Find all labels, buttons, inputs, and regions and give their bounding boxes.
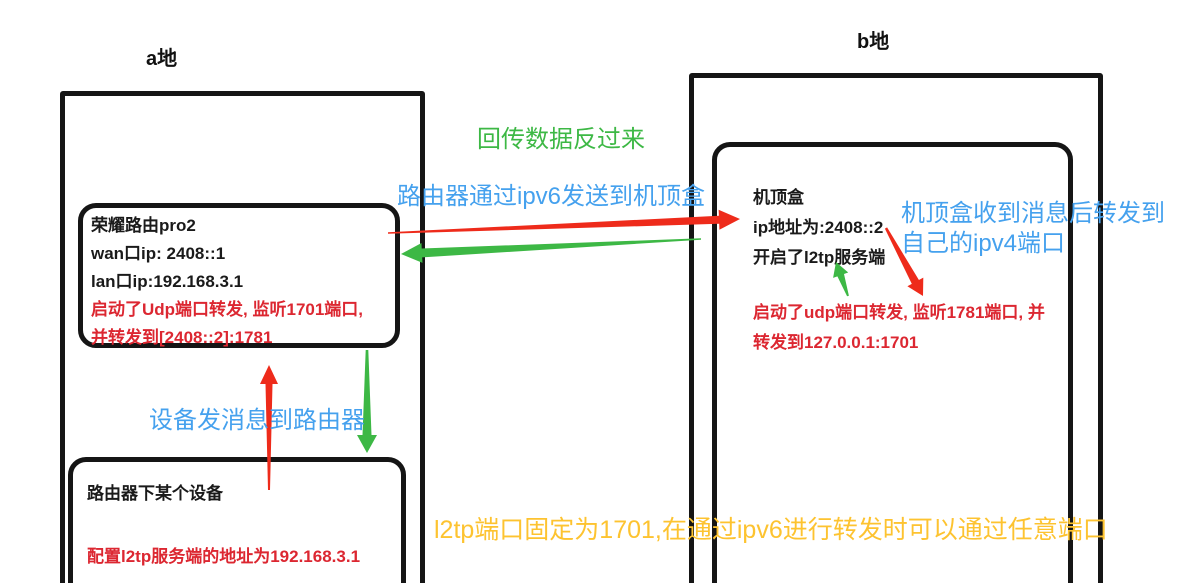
device-name: 路由器下某个设备	[87, 484, 223, 503]
stb-name: 机顶盒	[753, 188, 804, 207]
router-node: 荣耀路由pro2 wan口ip: 2408::1 lan口ip:192.168.…	[78, 203, 400, 348]
region-a-label: a地	[146, 48, 178, 70]
stb-node: 机顶盒 ip地址为:2408::2 开启了l2tp服务端 启动了udp端口转发,…	[712, 142, 1073, 583]
annotation-stb-forward: 机顶盒收到消息后转发到自己的ipv4端口	[901, 200, 1165, 257]
region-b-box	[689, 73, 1103, 583]
stb-udp-forward-note-line1: 启动了udp端口转发, 监听1781端口, 并	[753, 303, 1045, 322]
annotation-return-data: 回传数据反过来	[477, 126, 645, 153]
region-b-label: b地	[857, 31, 890, 53]
router-wan-ip: wan口ip: 2408::1	[91, 244, 226, 263]
annotation-router-to-stb: 路由器通过ipv6发送到机顶盒	[397, 183, 706, 210]
stb-udp-forward-note-line2: 转发到127.0.0.1:1701	[753, 333, 919, 352]
router-udp-forward-note-line1: 启动了Udp端口转发, 监听1701端口,	[91, 300, 364, 319]
device-node: 路由器下某个设备 配置l2tp服务端的地址为192.168.3.1	[68, 457, 406, 583]
annotation-l2tp-port-note: l2tp端口固定为1701,在通过ipv6进行转发时可以通过任意端口	[434, 516, 1108, 544]
arrow-router-to-stb-icon	[388, 209, 740, 234]
device-l2tp-config-note: 配置l2tp服务端的地址为192.168.3.1	[87, 547, 361, 566]
annotation-device-to-router: 设备发消息到路由器	[149, 407, 365, 434]
router-udp-forward-note-line2: 并转发到[2408::2]:1781	[91, 328, 273, 347]
arrow-stb-to-router-icon	[401, 238, 701, 263]
router-lan-ip: lan口ip:192.168.3.1	[91, 272, 244, 291]
region-a-box	[60, 91, 425, 583]
stb-ip-address: ip地址为:2408::2	[753, 218, 884, 237]
stb-l2tp-server: 开启了l2tp服务端	[753, 248, 886, 267]
router-name: 荣耀路由pro2	[91, 216, 196, 235]
